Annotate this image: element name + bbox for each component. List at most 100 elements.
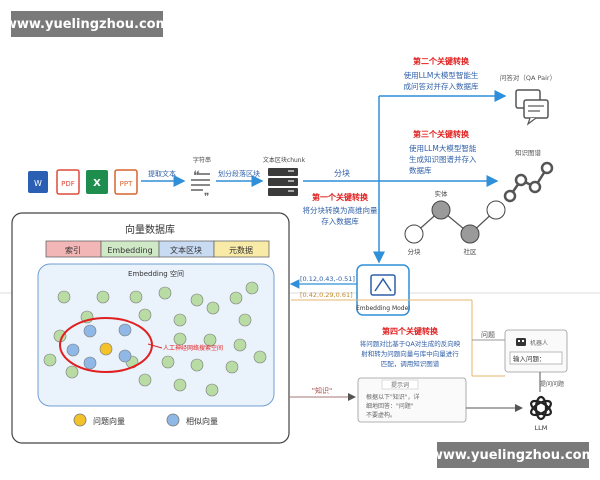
first-transform-line1: 将分块转换为高维向量 bbox=[303, 205, 378, 215]
embedding-space-label: Embedding 空间 bbox=[128, 269, 184, 278]
legend-similar-dot bbox=[166, 413, 180, 427]
embedding-dot bbox=[173, 313, 187, 327]
embedding-model-box bbox=[356, 264, 410, 316]
extract-label: 提取文本 bbox=[148, 169, 176, 178]
first-transform-line2: 存入数据库 bbox=[321, 216, 359, 226]
prompt-title: 提示词 bbox=[391, 381, 409, 389]
string-icon: ❝ ❞ bbox=[191, 169, 210, 203]
kg-community-node bbox=[460, 224, 480, 244]
embedding-dot bbox=[190, 358, 204, 372]
embedding-dot bbox=[57, 290, 71, 304]
kg-community-label: 社区 bbox=[464, 247, 478, 256]
robot-label: 机器人 bbox=[530, 339, 548, 347]
similar-vector-dot bbox=[83, 356, 97, 370]
embedding-dot bbox=[203, 333, 217, 347]
similar-vector-dot bbox=[118, 323, 132, 337]
embedding-dot bbox=[205, 383, 219, 397]
fourth-transform-line3: 匹配，调用知识图谱 bbox=[381, 359, 440, 368]
knowledge-graph-label: 知识图谱 bbox=[515, 148, 542, 157]
vector-value-1: [0.12,0.43,-0.51] bbox=[300, 275, 355, 283]
pdf-file-icon: PDF bbox=[56, 169, 80, 195]
embedding-dot bbox=[43, 353, 57, 367]
robot-icon bbox=[516, 338, 526, 346]
embedding-model-label: Embedding Model bbox=[356, 305, 410, 312]
svg-text:PPT: PPT bbox=[120, 180, 133, 188]
embedding-dot bbox=[161, 355, 175, 369]
svg-text:W: W bbox=[34, 179, 42, 188]
robot-input-label: 输入问题： bbox=[513, 354, 546, 363]
embedding-dot bbox=[206, 301, 220, 315]
embedding-dot bbox=[190, 293, 204, 307]
word-file-icon: W bbox=[28, 171, 48, 193]
question-tag: 问题 bbox=[481, 331, 495, 339]
kg-entity-label: 实体 bbox=[435, 189, 449, 198]
kg-chunk-label: 分块 bbox=[408, 247, 422, 256]
watermark-top: www.yuelingzhou.com bbox=[5, 11, 169, 37]
string-label: 字符串 bbox=[193, 156, 211, 164]
second-transform-title: 第二个关键转换 bbox=[413, 56, 470, 66]
knowledge-graph-icon bbox=[503, 161, 554, 203]
split-label: 划分段落区块 bbox=[218, 169, 260, 178]
embedding-dot bbox=[138, 308, 152, 322]
legend-question-dot bbox=[73, 413, 87, 427]
similar-vector-dot bbox=[83, 324, 97, 338]
column-metadata-label: 元数据 bbox=[229, 245, 253, 255]
kg-detail-graph bbox=[404, 200, 506, 244]
vector-db-title: 向量数据库 bbox=[125, 223, 175, 236]
third-transform-line1: 使用LLM大模型智能 bbox=[409, 143, 477, 153]
third-transform-title: 第三个关键转换 bbox=[413, 129, 470, 139]
embedding-dot bbox=[225, 360, 239, 374]
prompt-line1: 根据以下"知识"，详 bbox=[366, 393, 420, 401]
svg-text:❝: ❝ bbox=[193, 169, 200, 184]
embedding-dot bbox=[158, 286, 172, 300]
legend-question-label: 问题向量 bbox=[93, 416, 125, 426]
embedding-model-icon bbox=[370, 274, 396, 296]
second-transform-line1: 使用LLM大模型智能生 bbox=[404, 70, 479, 80]
first-transform-title: 第一个关键转换 bbox=[312, 192, 369, 202]
embedding-dot bbox=[229, 291, 243, 305]
column-embedding-label: Embedding bbox=[107, 246, 152, 255]
similar-vector-dot bbox=[66, 343, 80, 357]
kg-chunk-node bbox=[404, 224, 424, 244]
svg-text:❞: ❞ bbox=[204, 192, 209, 203]
kg-node bbox=[486, 200, 506, 220]
robot-input-box[interactable] bbox=[509, 351, 563, 365]
embedding-dot bbox=[138, 373, 152, 387]
chunk-stack-icon bbox=[268, 168, 298, 196]
excel-file-icon: X bbox=[86, 170, 108, 194]
user-question-label: 提问问题 bbox=[540, 380, 564, 388]
embedding-dot bbox=[173, 332, 187, 346]
embedding-dot bbox=[238, 313, 252, 327]
fourth-transform-title: 第四个关键转换 bbox=[382, 326, 439, 336]
embedding-dot bbox=[245, 281, 259, 295]
third-transform-line2: 生成知识图谱并存入 bbox=[409, 154, 477, 164]
embedding-space bbox=[37, 263, 275, 407]
similarity-pointer bbox=[147, 343, 163, 349]
prompt-line2: 细地回答："问题" bbox=[366, 402, 414, 410]
column-text-chunk-label: 文本区块 bbox=[170, 245, 202, 255]
llm-icon bbox=[530, 395, 552, 421]
chunk-main-label: 分块 bbox=[334, 168, 350, 178]
embedding-dot bbox=[65, 365, 79, 379]
vector-value-2: [0.42,0.29,0.61] bbox=[300, 291, 353, 299]
embedding-dot bbox=[233, 338, 247, 352]
robot-panel bbox=[504, 329, 568, 373]
qa-pair-label: 问答对（QA Pair） bbox=[500, 73, 556, 82]
embedding-dot bbox=[173, 378, 187, 392]
third-transform-line3: 数据库 bbox=[409, 165, 432, 175]
similarity-label: 人工神经网络搜索空间 bbox=[163, 344, 223, 352]
embedding-dots bbox=[43, 281, 267, 397]
qa-chat-icon bbox=[515, 89, 549, 126]
embedding-dot bbox=[129, 290, 143, 304]
knowledge-tag: "知识" bbox=[312, 386, 332, 395]
kg-entity-node bbox=[431, 200, 451, 220]
prompt-line3: 不要虚构。 bbox=[366, 411, 396, 419]
question-vector-dot bbox=[99, 342, 113, 356]
column-index-label: 索引 bbox=[65, 245, 81, 255]
similar-vector-dot bbox=[118, 349, 132, 363]
second-transform-line2: 成问答对并存入数据库 bbox=[404, 81, 479, 91]
embedding-dot bbox=[253, 350, 267, 364]
llm-label: LLM bbox=[535, 424, 548, 432]
legend-similar-label: 相似向量 bbox=[186, 416, 218, 426]
